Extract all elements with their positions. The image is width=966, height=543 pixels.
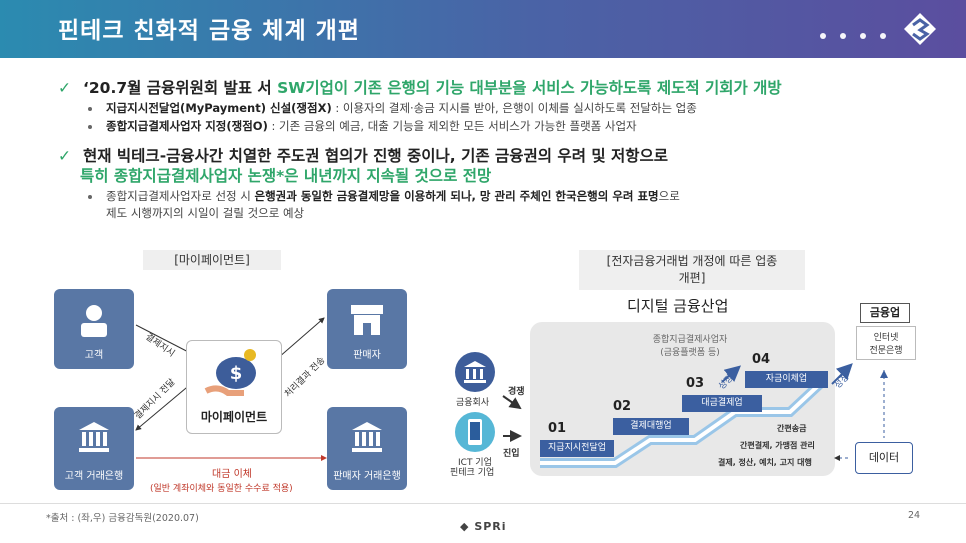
step-number-04: 04 [752,352,771,367]
step-bill-payment: 대금결제업 [682,395,762,412]
ict-label-2: 핀테크 기업 [450,468,495,478]
seller-node: 판매자 [327,289,407,369]
step-mypayment: 지급지시전달업 [540,440,614,457]
header-bar: 핀테크 친화적 금융 체계 개편 [0,0,966,58]
transfer-label: 대금 이체 [212,469,252,480]
left-diagram-title: [마이페이먼트] [143,250,281,270]
panel-label-2: (금융플랫폼 등) [660,348,720,358]
step-payment-agency: 결제대행업 [613,418,689,435]
bank-icon [79,422,109,452]
panel-label-1: 종합지급결제사업자 [652,335,728,345]
bullet-1-sub-2: 종합지급결제사업자 지정(쟁점O) : 기존 금융의 예금, 대출 기능을 제외… [88,118,637,134]
bullet-1: ✓‘20.7월 금융위원회 발표 서 SW기업이 기존 은행의 기능 대부분을 … [58,79,782,97]
seller-bank-node: 판매자 거래은행 [327,407,407,490]
step-number-02: 02 [613,399,632,414]
page-title: 핀테크 친화적 금융 체계 개편 [58,18,360,44]
compete-label: 경쟁 [508,387,525,397]
spri-logo-icon [904,13,936,45]
finance-industry-box: 금융업 [860,303,910,323]
service-3: 결제, 정산, 예치, 고지 대행 [718,458,812,467]
bank-icon [352,422,382,452]
customer-bank-node: 고객 거래은행 [54,407,134,490]
store-icon [351,305,383,335]
svg-text:$: $ [230,363,243,384]
spri-mark-icon: ◆ [460,520,470,533]
bullet-2-sub-line-2: 제도 시행까지의 시일이 걸릴 것으로 예상 [106,206,305,220]
smartphone-icon [468,419,482,445]
data-box: 데이터 [855,442,913,474]
transfer-note: (일반 계좌이체와 동일한 수수료 적용) [150,484,293,494]
digital-finance-title: 디지털 금융산업 [627,297,729,315]
mypayment-node: $ 마이페이먼트 [186,340,282,434]
pagination-dots [820,24,900,43]
source-note: *출처 : (좌,우) 금융감독원(2020.07) [46,513,199,524]
check-icon: ✓ [58,79,71,97]
bullet-1-sub-1: 지급지시전달업(MyPayment) 신설(쟁점X) : 이용자의 결제·송금 … [88,100,697,116]
customer-node: 고객 [54,289,134,369]
ict-label-1: ICT 기업 [458,458,492,468]
person-icon [81,305,107,337]
step-number-01: 01 [548,421,567,436]
page-number: 24 [908,510,921,521]
service-2: 간편결제, 가맹점 관리 [740,441,815,450]
check-icon: ✓ [58,147,71,165]
finance-company-circle [455,352,495,392]
finance-company-label: 금융회사 [456,398,490,408]
bank-icon [464,361,486,383]
spri-footer-logo: ◆ SPRi [460,520,507,533]
enter-label: 진입 [503,449,520,459]
footer-divider [0,503,966,504]
piggy-bank-icon: $ [204,349,256,396]
bullet-2-sub: 종합지급결제사업자로 선정 시 은행권과 동일한 금융결제망을 이용하게 되나,… [88,188,680,204]
service-1: 간편송금 [777,424,807,433]
ict-company-circle [455,412,495,452]
bullet-2: ✓현재 빅테크-금융사간 치열한 주도권 협의가 진행 중이나, 기존 금융권의… [58,147,669,165]
bullet-2-line-2: 특히 종합지급결제사업자 논쟁*은 내년까지 지속될 것으로 전망 [80,167,492,185]
step-fund-transfer: 자금이체업 [745,371,828,388]
step-number-03: 03 [686,376,705,391]
